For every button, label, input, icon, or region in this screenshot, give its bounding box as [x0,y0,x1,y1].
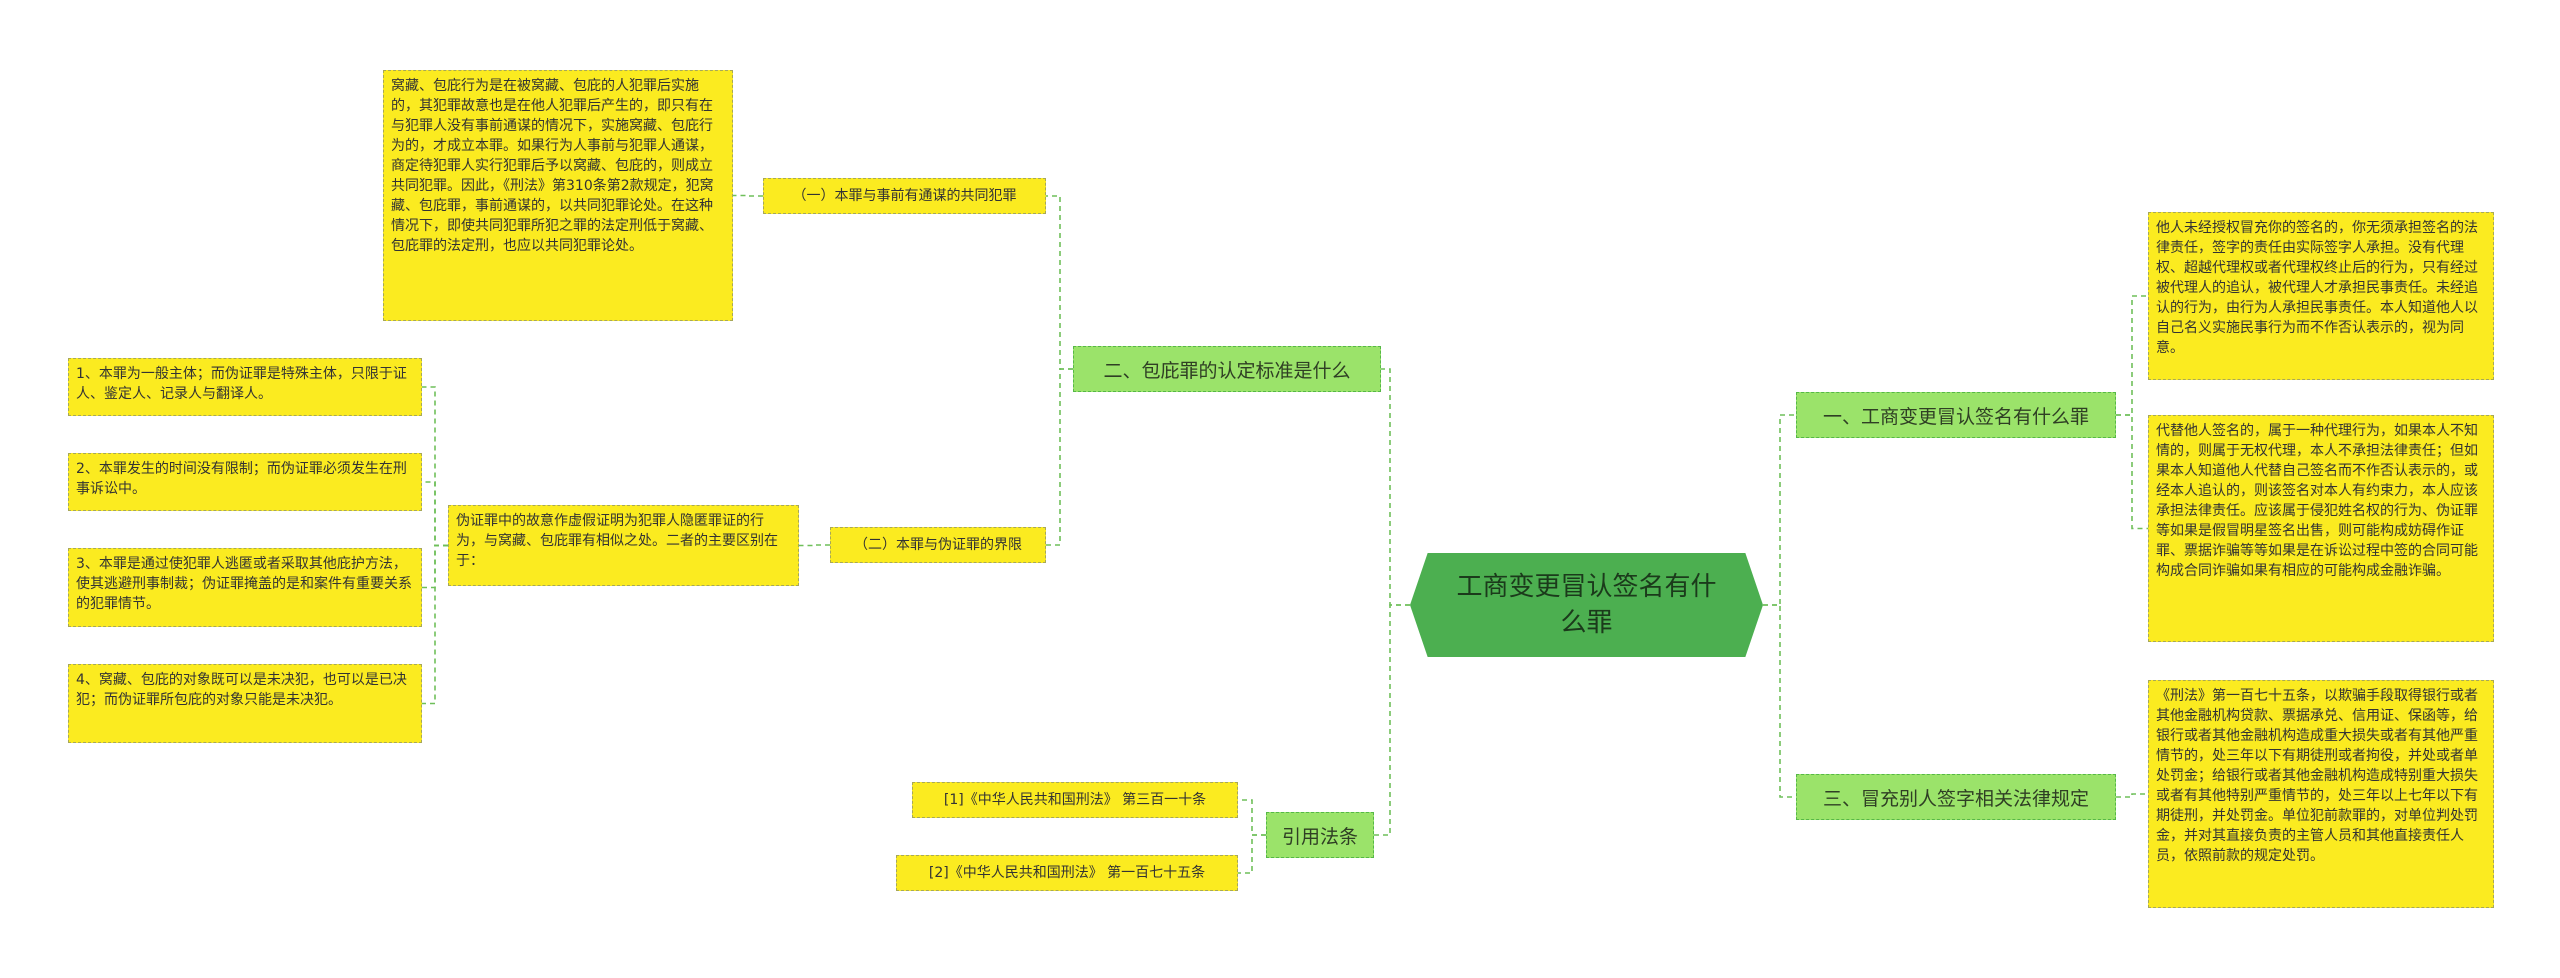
connector-line [422,544,448,705]
connector-line [1763,414,1796,606]
leaf-node[interactable]: 代替他人签名的，属于一种代理行为，如果本人不知情的，则属于无权代理，本人不承担法… [2148,415,2494,642]
leaf-node[interactable]: 他人未经授权冒充你的签名的，你无须承担签名的法律责任，签字的责任由实际签字人承担… [2148,212,2494,380]
branch-node-1[interactable]: 一、工商变更冒认签名有什么罪 [1796,392,2116,438]
connector-line [2116,295,2148,416]
connector-line [1374,604,1410,836]
leaf-node[interactable]: 伪证罪中的故意作虚假证明为犯罪人隐匿罪证的行为，与窝藏、包庇罪有相似之处。二者的… [448,505,799,586]
sub-branch-node-1[interactable]: （一）本罪与事前有通谋的共同犯罪 [763,178,1046,214]
connector-line [1763,604,1796,798]
connector-line [422,481,448,547]
leaf-node[interactable]: 《刑法》第一百七十五条，以欺骗手段取得银行或者其他金融机构贷款、票据承兑、信用证… [2148,680,2494,908]
branch-node-2[interactable]: 二、包庇罪的认定标准是什么 [1073,346,1381,392]
connector-line [799,544,830,547]
branch-node-4[interactable]: 引用法条 [1266,812,1374,858]
connector-line [1046,368,1073,546]
connector-line [1238,834,1266,874]
leaf-node[interactable]: 1、本罪为一般主体；而伪证罪是特殊主体，只限于证人、鉴定人、记录人与翻译人。 [68,358,422,416]
leaf-node[interactable]: [1]《中华人民共和国刑法》 第三百一十条 [912,782,1238,818]
connector-line [2116,793,2148,798]
connector-line [2116,414,2148,530]
leaf-node[interactable]: 3、本罪是通过使犯罪人逃匿或者采取其他庇护方法，使其逃避刑事制裁；伪证罪掩盖的是… [68,548,422,627]
leaf-node[interactable]: 2、本罪发生的时间没有限制；而伪证罪必须发生在刑事诉讼中。 [68,453,422,511]
root-topic[interactable]: 工商变更冒认签名有什么罪 [1410,553,1763,657]
connector-line [1046,195,1073,370]
leaf-node[interactable]: 窝藏、包庇行为是在被窝藏、包庇的人犯罪后实施的，其犯罪故意也是在他人犯罪后产生的… [383,70,733,321]
connector-line [733,194,763,197]
sub-branch-node-2[interactable]: （二）本罪与伪证罪的界限 [830,527,1046,563]
connector-line [1381,368,1410,606]
connector-line [1238,799,1266,836]
branch-node-3[interactable]: 三、冒充别人签字相关法律规定 [1796,774,2116,820]
connector-line [422,386,448,547]
leaf-node[interactable]: 4、窝藏、包庇的对象既可以是未决犯，也可以是已决犯；而伪证罪所包庇的对象只能是未… [68,664,422,743]
leaf-node[interactable]: [2]《中华人民共和国刑法》 第一百七十五条 [896,855,1238,891]
